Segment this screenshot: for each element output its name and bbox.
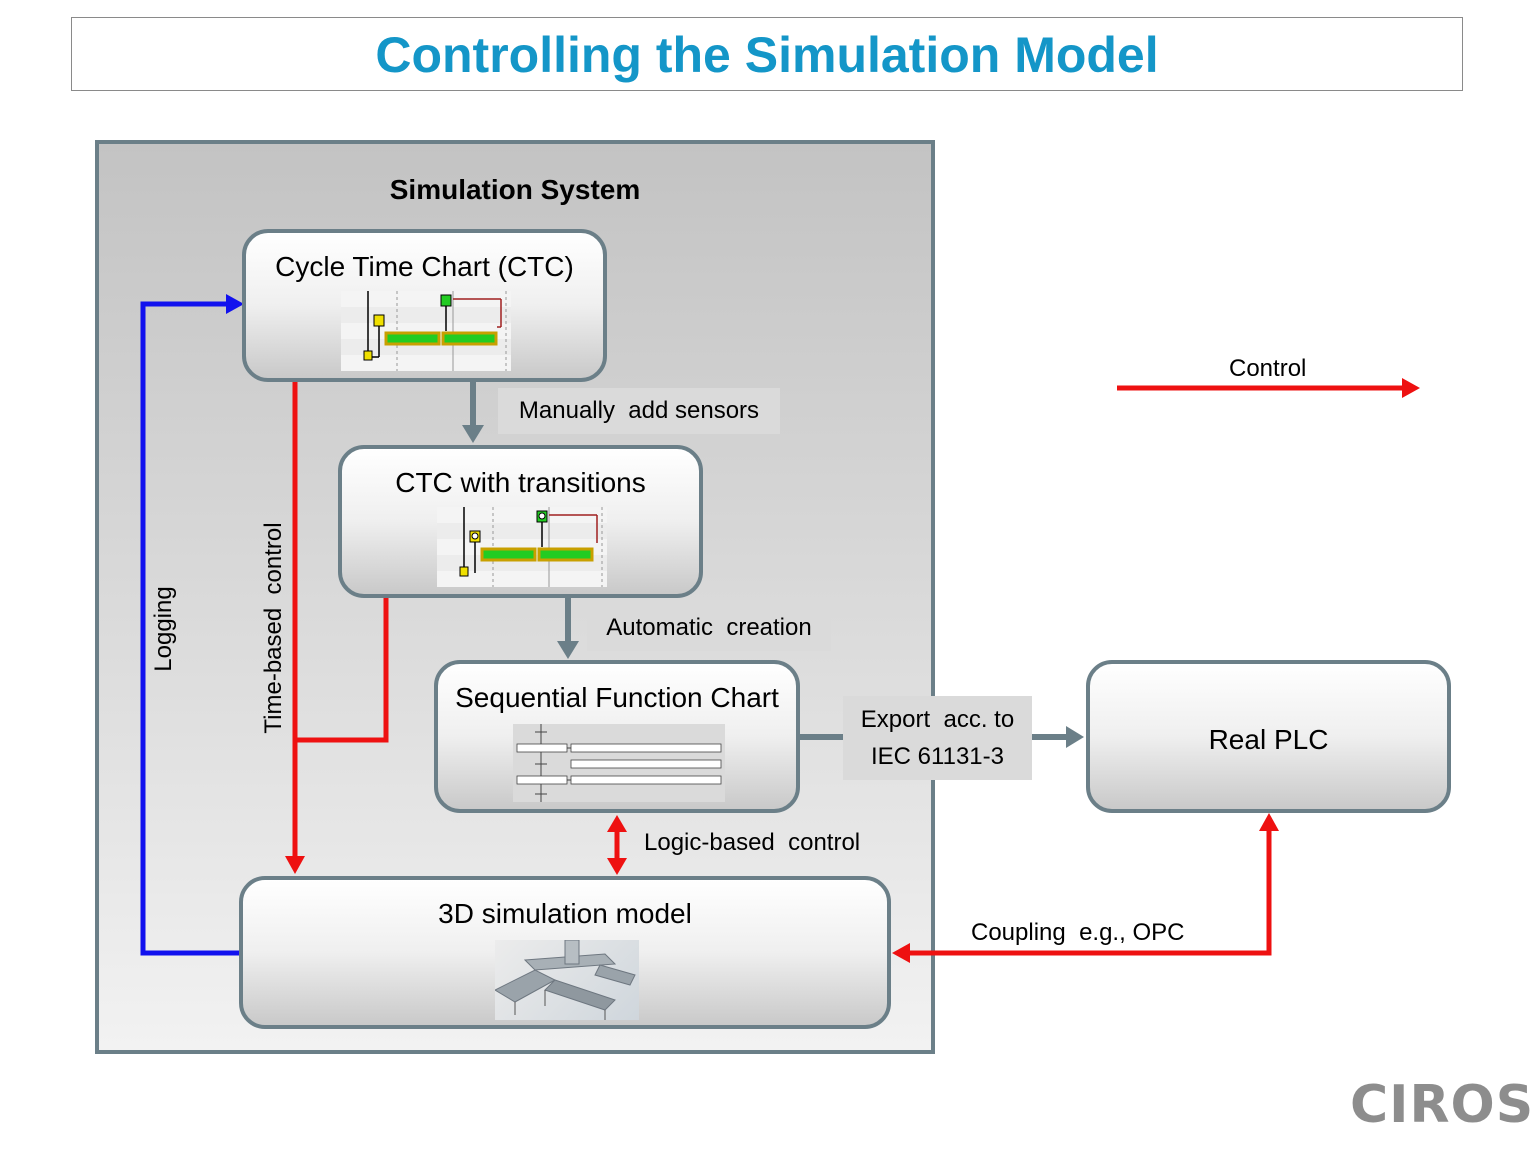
ctc-node: Cycle Time Chart (CTC) bbox=[242, 229, 607, 382]
coupling-label: Coupling e.g., OPC bbox=[971, 919, 1185, 946]
ctc-chart-icon bbox=[341, 291, 511, 371]
logic-based-control-arrowhead-down bbox=[607, 858, 627, 875]
ctc-transitions-control-line bbox=[295, 598, 389, 743]
coupling-arrow bbox=[908, 828, 1272, 956]
ctc-to-transitions-arrowhead bbox=[462, 425, 484, 443]
ctc-transitions-node: CTC with transitions bbox=[338, 445, 703, 598]
logging-arrow bbox=[140, 301, 240, 956]
manual-sensors-note: Manually add sensors bbox=[498, 388, 780, 434]
coupling-arrowhead-up bbox=[1259, 813, 1279, 831]
sfc-node: Sequential Function Chart bbox=[434, 660, 800, 813]
logging-arrowhead bbox=[226, 294, 244, 314]
real-plc-title: Real PLC bbox=[1208, 724, 1329, 755]
simulation-system-label: Simulation System bbox=[389, 174, 641, 205]
ctc-transitions-chart-thumbnail bbox=[437, 507, 607, 587]
sfc-to-plc-arrowhead bbox=[1066, 726, 1084, 748]
automatic-creation-note: Automatic creation bbox=[587, 605, 831, 651]
page-title: Controlling the Simulation Model bbox=[375, 27, 1159, 83]
conveyor-model-icon bbox=[493, 939, 636, 1020]
legend-control-arrowhead bbox=[1402, 378, 1420, 398]
logic-based-control-label: Logic-based control bbox=[644, 829, 861, 856]
real-plc-node: Real PLC bbox=[1086, 660, 1451, 813]
export-label-line1: Export acc. to bbox=[860, 706, 1015, 733]
logic-based-control-arrowhead-up bbox=[607, 815, 627, 832]
sfc-title: Sequential Function Chart bbox=[455, 682, 779, 713]
sfc-chart-thumbnail bbox=[513, 724, 725, 802]
title-box: Controlling the Simulation Model bbox=[71, 17, 1463, 91]
transitions-to-sfc-arrowhead bbox=[557, 641, 579, 659]
export-label-line2: IEC 61131-3 bbox=[871, 743, 1004, 770]
logging-label: Logging bbox=[150, 586, 177, 672]
time-based-control-label: Time-based control bbox=[260, 522, 287, 734]
simulation-model-thumbnail bbox=[493, 939, 639, 1020]
time-based-control-arrowhead bbox=[285, 856, 305, 874]
sfc-chart-icon bbox=[516, 724, 722, 802]
ctc-chart-thumbnail bbox=[341, 291, 511, 371]
ctc-transitions-chart-icon bbox=[437, 507, 607, 587]
simulation-model-title: 3D simulation model bbox=[438, 898, 692, 929]
simulation-model-node: 3D simulation model bbox=[239, 876, 891, 1029]
ctc-transitions-title: CTC with transitions bbox=[395, 467, 646, 498]
export-note: Export acc. to IEC 61131-3 bbox=[843, 696, 1032, 780]
ctc-title: Cycle Time Chart (CTC) bbox=[275, 251, 574, 282]
coupling-arrowhead-left bbox=[892, 943, 910, 963]
automatic-creation-label: Automatic creation bbox=[606, 614, 812, 641]
manual-sensors-label: Manually add sensors bbox=[518, 397, 760, 424]
ciros-logo: CIROS bbox=[1350, 1075, 1535, 1135]
legend-control-label: Control bbox=[1229, 355, 1307, 382]
